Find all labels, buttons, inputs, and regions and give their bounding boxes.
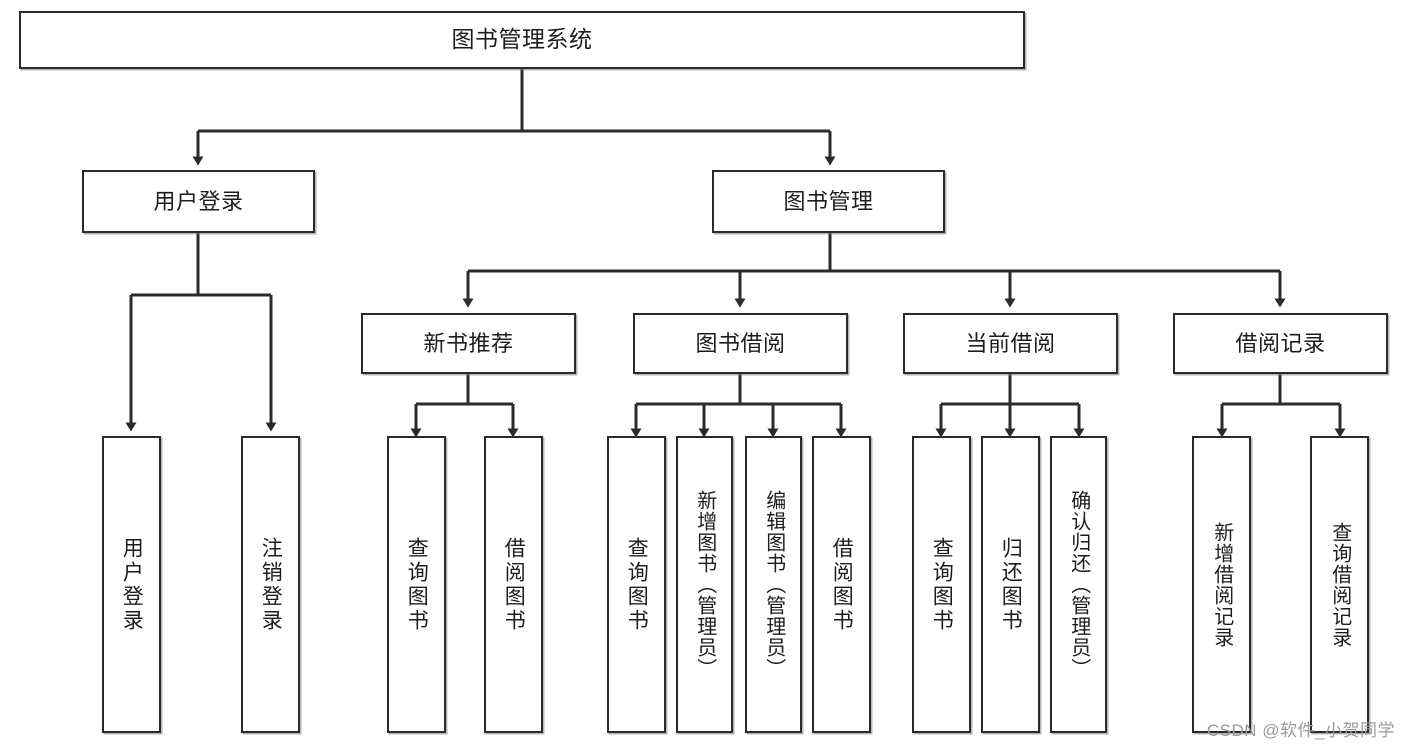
node-label: 编辑图书（管理员） <box>762 490 785 679</box>
node-user-login[interactable]: 用户登录 <box>82 170 315 233</box>
node-label: 新书推荐 <box>423 330 514 356</box>
node-book-borrow[interactable]: 图书借阅 <box>633 313 848 374</box>
leaf-query-book-borrow[interactable]: 查询图书 <box>607 436 666 733</box>
leaf-borrow-book-recommend[interactable]: 借阅图书 <box>484 436 543 733</box>
leaf-return-book[interactable]: 归还图书 <box>981 436 1040 733</box>
leaf-add-book-admin[interactable]: 新增图书（管理员） <box>676 436 733 733</box>
node-label: 借阅图书 <box>502 536 526 633</box>
node-label: 借阅图书 <box>830 536 854 633</box>
node-label: 查询图书 <box>625 536 649 633</box>
node-root-book-management-system[interactable]: 图书管理系统 <box>19 11 1025 69</box>
node-label: 借阅记录 <box>1235 330 1326 356</box>
leaf-query-book-current[interactable]: 查询图书 <box>912 436 971 733</box>
leaf-edit-book-admin[interactable]: 编辑图书（管理员） <box>745 436 802 733</box>
leaf-borrow-book[interactable]: 借阅图书 <box>812 436 871 733</box>
node-label: 新增图书（管理员） <box>693 490 716 679</box>
node-label: 查询图书 <box>405 536 429 633</box>
node-label: 用户登录 <box>120 536 144 633</box>
leaf-logout[interactable]: 注销登录 <box>241 436 300 733</box>
node-label: 查询图书 <box>930 536 954 633</box>
node-label: 归还图书 <box>999 536 1023 633</box>
leaf-query-borrow-record[interactable]: 查询借阅记录 <box>1310 436 1369 733</box>
node-current-borrow[interactable]: 当前借阅 <box>903 313 1118 374</box>
node-label: 图书管理系统 <box>451 26 593 53</box>
leaf-user-login[interactable]: 用户登录 <box>102 436 161 733</box>
node-label: 新增借阅记录 <box>1210 521 1233 648</box>
leaf-query-book-recommend[interactable]: 查询图书 <box>387 436 446 733</box>
node-label: 当前借阅 <box>965 330 1056 356</box>
node-label: 图书借阅 <box>695 330 786 356</box>
node-label: 注销登录 <box>259 536 283 633</box>
node-book-management[interactable]: 图书管理 <box>712 170 945 233</box>
node-label: 用户登录 <box>153 188 244 214</box>
leaf-confirm-return-admin[interactable]: 确认归还（管理员） <box>1050 436 1107 733</box>
watermark: CSDN @软件_小贺同学 <box>1206 721 1395 740</box>
node-new-book-recommend[interactable]: 新书推荐 <box>361 313 576 374</box>
node-borrow-record[interactable]: 借阅记录 <box>1173 313 1388 374</box>
leaf-add-borrow-record[interactable]: 新增借阅记录 <box>1192 436 1251 733</box>
node-label: 确认归还（管理员） <box>1067 490 1090 679</box>
node-label: 查询借阅记录 <box>1328 521 1351 648</box>
node-label: 图书管理 <box>783 188 874 214</box>
